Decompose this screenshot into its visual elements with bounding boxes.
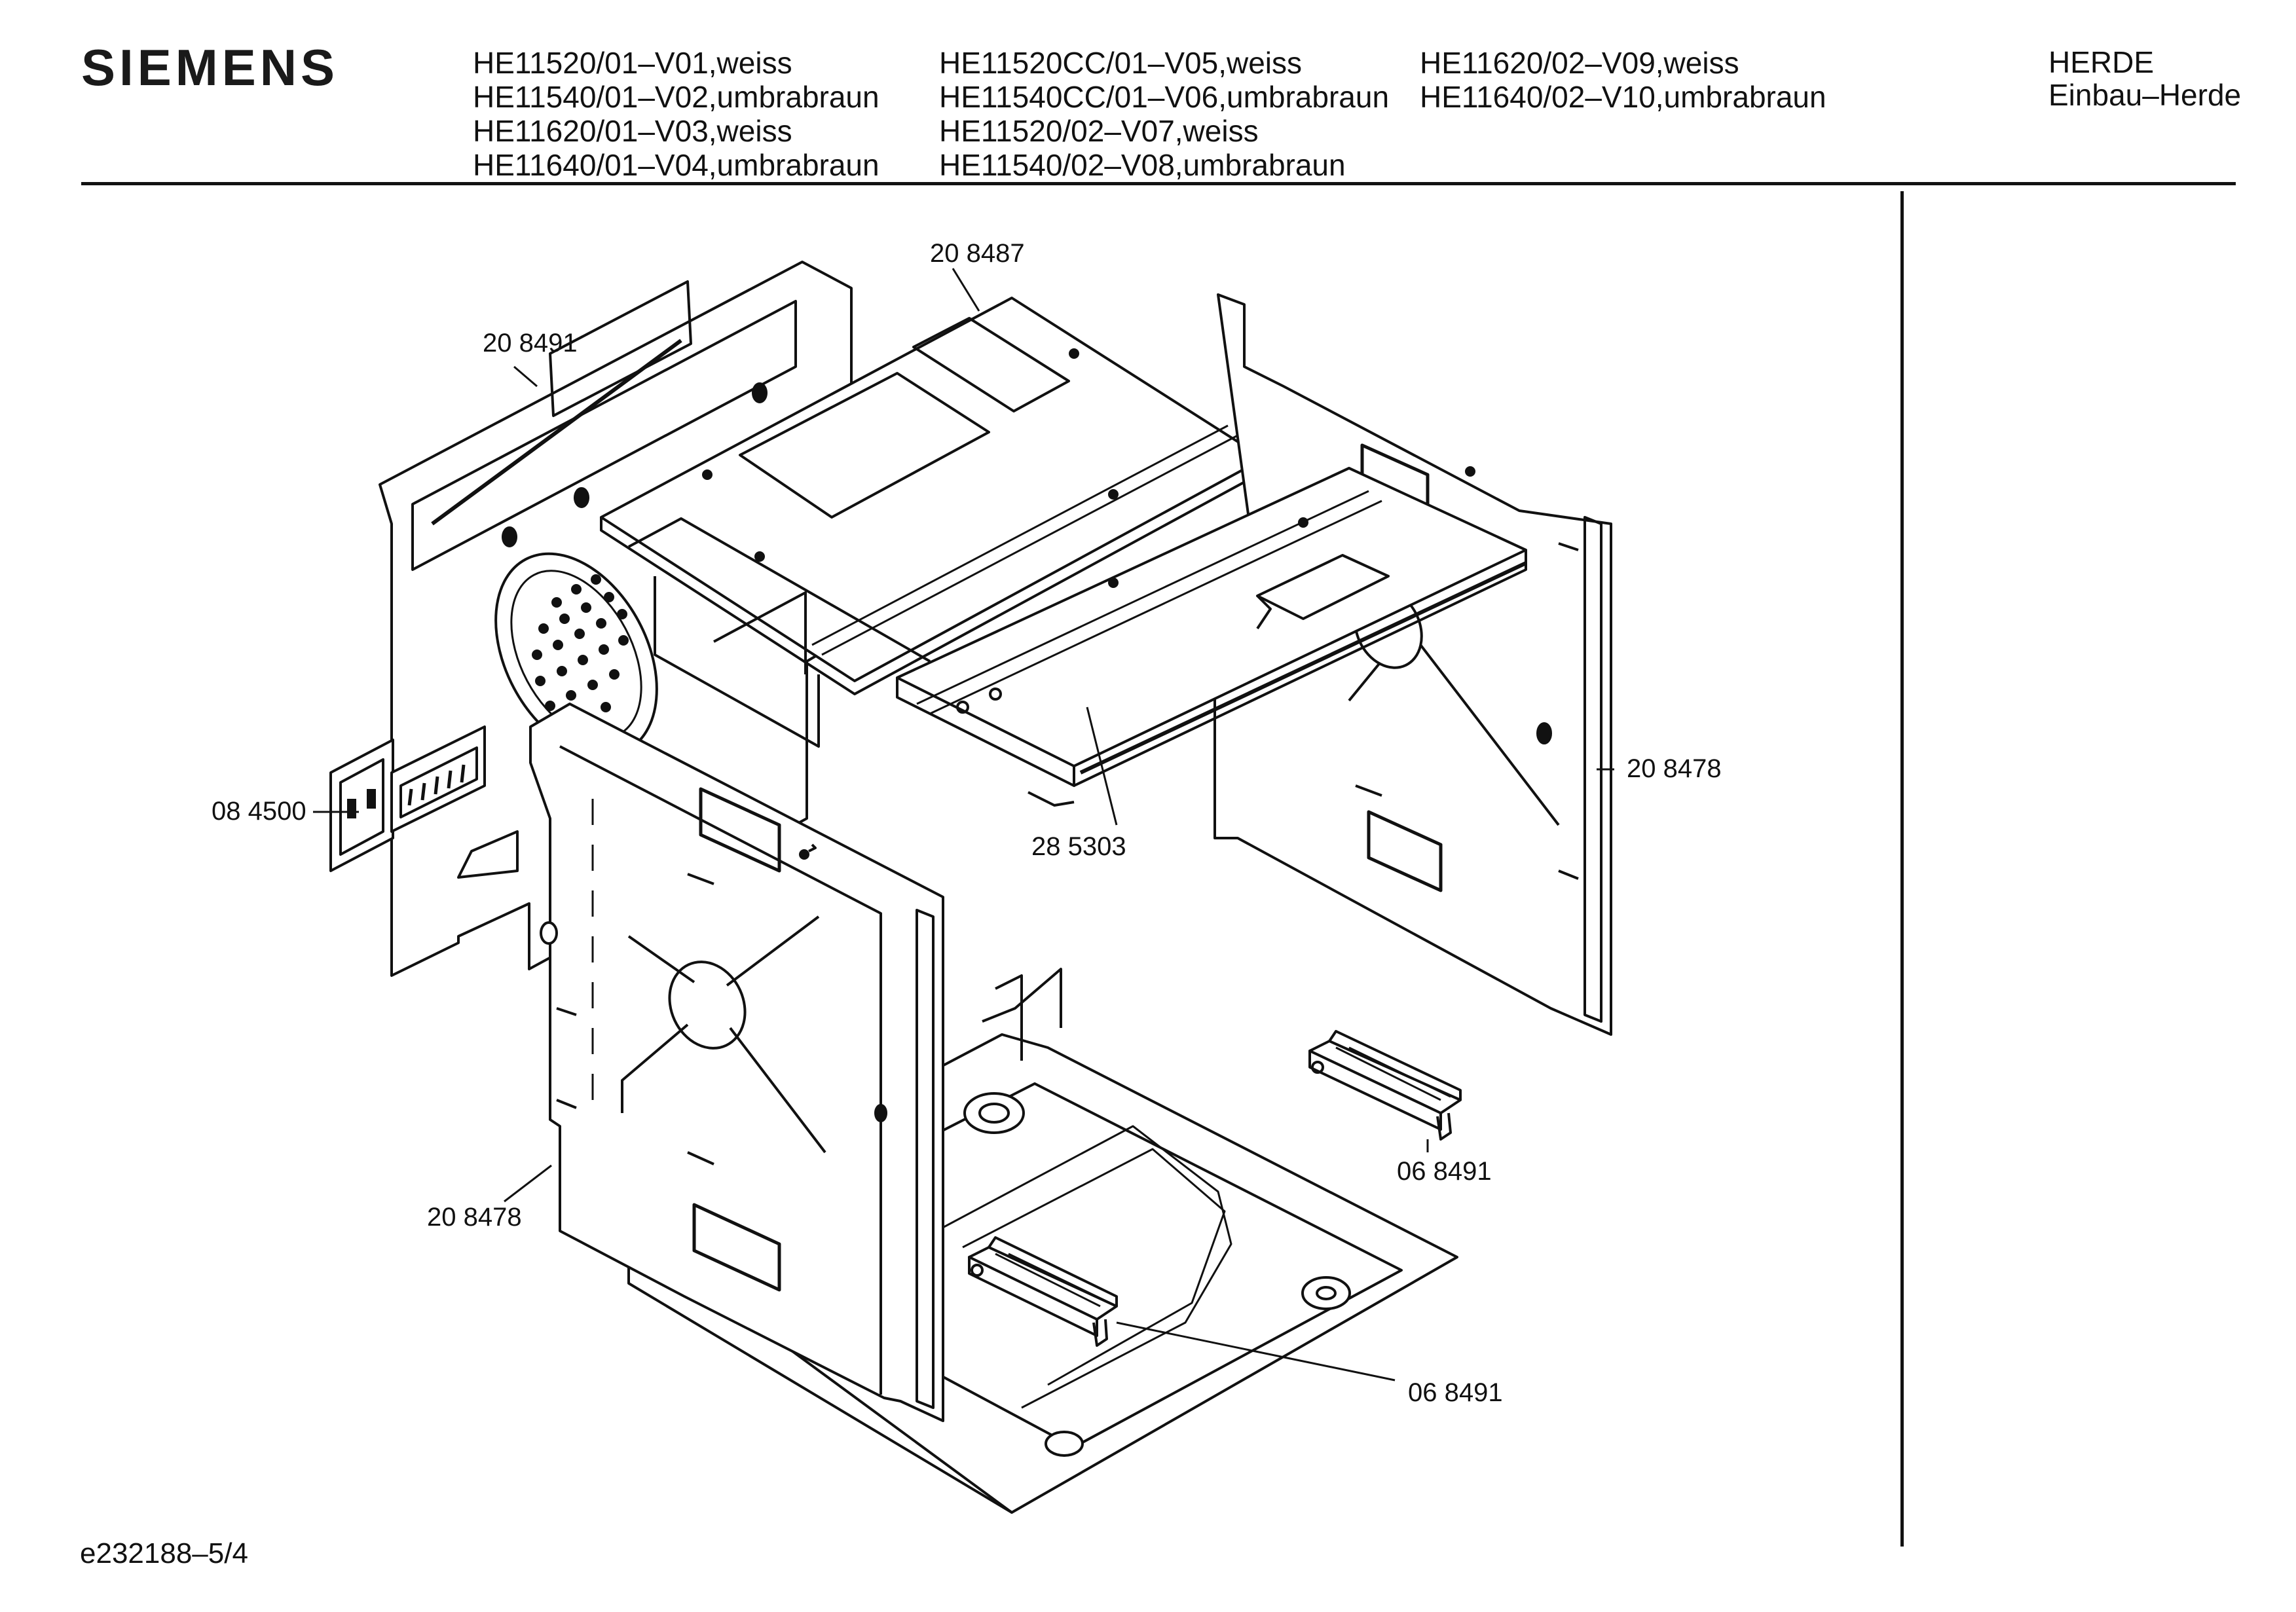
category-label: HERDE Einbau–Herde <box>2048 46 2241 111</box>
part-label-back-panel: 20 8491 <box>483 329 578 357</box>
brand-logo: SIEMENS <box>81 39 339 96</box>
drawing-code: e232188–5/4 <box>80 1537 248 1569</box>
clip-right <box>1308 1030 1462 1141</box>
category-line-1: HERDE <box>2048 45 2155 79</box>
model-entry: HE11520/02–V07,weiss <box>939 114 1259 148</box>
leader-line-top-panel <box>952 268 980 312</box>
model-entry: HE11620/02–V09,weiss <box>1420 46 1739 80</box>
model-list-col-2: HE11520CC/01–V05,weiss HE11540CC/01–V06,… <box>939 46 1389 182</box>
model-entry: HE11520/01–V01,weiss <box>473 46 792 80</box>
fan-motor-bracket <box>329 725 486 872</box>
part-label-top-panel: 20 8487 <box>930 239 1025 268</box>
rail-support <box>896 467 1527 807</box>
model-entry: HE11540/01–V02,umbrabraun <box>473 80 880 114</box>
margin-divider <box>1900 191 1904 1547</box>
model-entry: HE11540CC/01–V06,umbrabraun <box>939 80 1390 114</box>
part-label-clip-bottom: 06 8491 <box>1408 1378 1503 1407</box>
category-line-2: Einbau–Herde <box>2048 78 2242 112</box>
model-list-col-3: HE11620/02–V09,weiss HE11640/02–V10,umbr… <box>1420 46 1826 114</box>
side-panel-left <box>529 703 944 1422</box>
header-divider <box>81 182 2236 185</box>
model-entry: HE11620/01–V03,weiss <box>473 114 792 148</box>
part-label-clip-right: 06 8491 <box>1397 1157 1492 1186</box>
leader-line-back-panel <box>513 365 538 388</box>
model-entry: HE11520CC/01–V05,weiss <box>939 46 1303 80</box>
leader-line-clip-bottom <box>1116 1321 1396 1382</box>
model-entry: HE11640/01–V04,umbrabraun <box>473 148 880 182</box>
model-entry: HE11640/02–V10,umbrabraun <box>1420 80 1826 114</box>
part-label-fan-cover: 08 4500 <box>212 797 306 826</box>
part-label-side-left: 20 8478 <box>427 1203 522 1232</box>
leader-line-side-left <box>504 1164 552 1203</box>
part-label-rail-support: 28 5303 <box>1031 832 1126 861</box>
clip-bottom <box>968 1236 1118 1347</box>
part-label-side-right: 20 8478 <box>1627 754 1722 783</box>
model-list-col-1: HE11520/01–V01,weiss HE11540/01–V02,umbr… <box>473 46 880 182</box>
model-entry: HE11540/02–V08,umbrabraun <box>939 148 1346 182</box>
leader-line-rail-support <box>1086 706 1118 826</box>
